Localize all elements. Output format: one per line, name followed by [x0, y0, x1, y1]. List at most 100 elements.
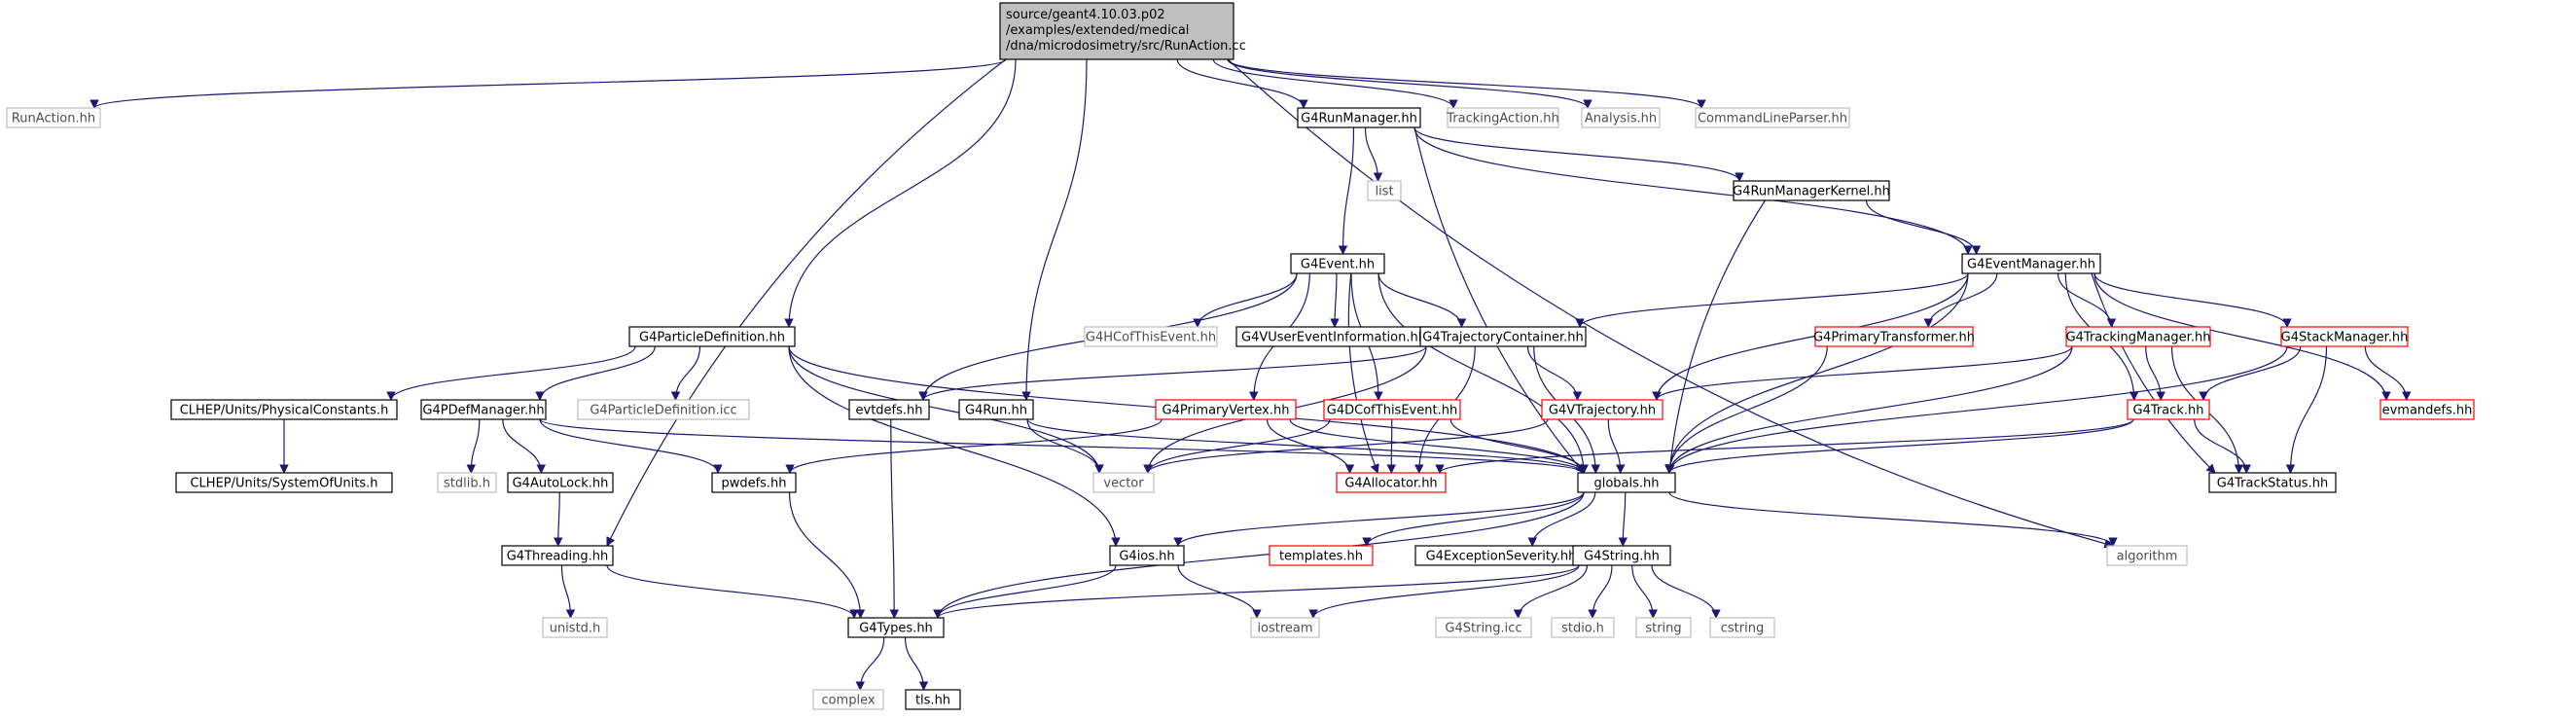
node-algorithm: algorithm	[2106, 545, 2188, 566]
node-label: G4ParticleDefinition.icc	[590, 404, 736, 418]
edge-root-to-run_action_hh	[89, 58, 1007, 109]
node-label: RunAction.hh	[12, 112, 95, 126]
edge-g4autolock-to-g4threading	[553, 491, 563, 547]
edge-g4threading-to-unistd	[560, 564, 576, 619]
edge-g4ios-to-iostream	[1177, 564, 1262, 619]
node-cstring: cstring	[1709, 617, 1775, 638]
edge-globals-to-g4ios	[1173, 491, 1585, 547]
node-clhep-physconst[interactable]: CLHEP/Units/PhysicalConstants.h	[170, 399, 398, 420]
node-box	[1155, 399, 1297, 420]
node-label: G4HCofThisEvent.hh	[1086, 331, 1216, 345]
node-g4pdefmanager[interactable]: G4PDefManager.hh	[420, 399, 547, 420]
edge-g4runmanagerkernel-to-g4eventmanager	[1865, 199, 1982, 255]
node-box	[501, 545, 614, 566]
node-g4stackmanager[interactable]: G4StackManager.hh	[2280, 326, 2409, 347]
node-g4exceptionseverity[interactable]: G4ExceptionSeverity.hh	[1414, 545, 1588, 566]
node-label: G4ios.hh	[1119, 550, 1174, 564]
node-g4hcofthisevent: G4HCofThisEvent.hh	[1084, 326, 1218, 347]
node-box	[507, 472, 614, 493]
node-g4autolock[interactable]: G4AutoLock.hh	[507, 472, 614, 493]
node-g4threading[interactable]: G4Threading.hh	[501, 545, 614, 566]
edge-g4pdefmanager-to-pwdefs	[539, 418, 723, 474]
node-box	[437, 472, 497, 493]
node-label: vector	[1103, 477, 1144, 491]
node-g4ios[interactable]: G4ios.hh	[1109, 545, 1185, 566]
node-g4vtrajectory[interactable]: G4VTrajectory.hh	[1541, 399, 1664, 420]
edge-g4run-to-vector	[1026, 418, 1104, 474]
edge-g4string-to-iostream	[1308, 564, 1580, 619]
node-pwdefs[interactable]: pwdefs.hh	[711, 472, 797, 493]
node-g4trajectorycontainer[interactable]: G4TrajectoryContainer.hh	[1419, 326, 1587, 347]
edge-g4stackmanager-to-evmandefs	[2364, 345, 2412, 401]
node-g4primarytransformer[interactable]: G4PrimaryTransformer.hh	[1813, 326, 1975, 347]
node-g4particledefinition[interactable]: G4ParticleDefinition.hh	[628, 326, 796, 347]
node-label: stdlib.h	[444, 477, 490, 491]
node-label: stdio.h	[1561, 622, 1604, 636]
node-g4trackingmanager[interactable]: G4TrackingManager.hh	[2065, 326, 2211, 347]
node-analysis: Analysis.hh	[1581, 107, 1661, 128]
edge-root-to-algorithm	[1227, 58, 2114, 549]
node-g4runmanagerkernel[interactable]: G4RunManagerKernel.hh	[1733, 180, 1890, 201]
edge-g4pdefmanager-to-g4autolock	[502, 418, 547, 474]
node-label: G4String.hh	[1584, 550, 1660, 564]
edge-g4trajectorycontainer-to-g4vtrajectory	[1526, 345, 1583, 401]
node-label: string	[1645, 622, 1681, 636]
node-box	[1419, 326, 1587, 347]
node-templates[interactable]: templates.hh	[1269, 545, 1374, 566]
node-label: G4ExceptionSeverity.hh	[1426, 550, 1577, 564]
node-stdlib: stdlib.h	[437, 472, 497, 493]
node-g4primaryvertex[interactable]: G4PrimaryVertex.hh	[1155, 399, 1297, 420]
node-g4allocator[interactable]: G4Allocator.hh	[1336, 472, 1447, 493]
edge-g4eventmanager-to-globals	[1664, 272, 1969, 474]
node-box	[1961, 253, 2101, 274]
node-box	[711, 472, 797, 493]
node-evmandefs[interactable]: evmandefs.hh	[2379, 399, 2475, 420]
edge-g4pdefmanager-to-stdlib	[466, 418, 481, 474]
node-evtdefs[interactable]: evtdefs.hh	[848, 399, 930, 420]
node-g4trackstatus[interactable]: G4TrackStatus.hh	[2208, 472, 2337, 493]
node-box	[1084, 326, 1218, 347]
node-g4runmanager[interactable]: G4RunManager.hh	[1297, 107, 1421, 128]
node-label: G4Run.hh	[965, 404, 1027, 418]
edge-g4event-to-g4hcofthisevent	[1193, 272, 1298, 328]
node-g4string[interactable]: G4String.hh	[1572, 545, 1671, 566]
node-label: G4Track.hh	[2133, 404, 2204, 418]
edge-globals-to-templates	[1362, 491, 1585, 547]
node-g4dcofthisevent[interactable]: G4DCofThisEvent.hh	[1323, 399, 1461, 420]
node-command-line-parser: CommandLineParser.hh	[1695, 107, 1850, 128]
node-label: CLHEP/Units/SystemOfUnits.h	[190, 477, 377, 491]
node-g4event[interactable]: G4Event.hh	[1290, 253, 1385, 274]
node-g4track[interactable]: G4Track.hh	[2127, 399, 2210, 420]
node-tls[interactable]: tls.hh	[905, 689, 961, 710]
edge-g4dcofthisevent-to-globals	[1449, 418, 1589, 474]
node-box	[1323, 399, 1461, 420]
node-complex: complex	[812, 689, 884, 710]
node-box	[1709, 617, 1775, 638]
edge-root-to-analysis	[1227, 58, 1592, 109]
edge-g4primaryvertex-to-pwdefs	[785, 418, 1163, 474]
edge-g4runmanagerkernel-to-globals	[1665, 199, 1767, 474]
edge-g4primarytransformer-to-globals	[1664, 345, 1828, 474]
node-label: tls.hh	[915, 694, 950, 708]
node-g4types[interactable]: G4Types.hh	[847, 617, 945, 638]
node-clhep-systemofunits[interactable]: CLHEP/Units/SystemOfUnits.h	[175, 472, 393, 493]
node-string: string	[1635, 617, 1692, 638]
node-root[interactable]: source/geant4.10.03.p02/examples/extende…	[999, 2, 1246, 60]
node-label: G4StackManager.hh	[2281, 331, 2409, 345]
node-box	[999, 2, 1234, 60]
node-g4vusereventinformation[interactable]: G4VUserEventInformation.hh	[1235, 326, 1432, 347]
node-run-action-hh: RunAction.hh	[6, 107, 101, 128]
node-stdio: stdio.h	[1551, 617, 1615, 638]
node-g4eventmanager[interactable]: G4EventManager.hh	[1961, 253, 2101, 274]
node-label: G4Event.hh	[1301, 258, 1375, 272]
node-label: algorithm	[2117, 550, 2178, 564]
node-box	[542, 617, 608, 638]
node-globals[interactable]: globals.hh	[1577, 472, 1676, 493]
node-label: G4Allocator.hh	[1344, 477, 1437, 491]
node-unistd: unistd.h	[542, 617, 608, 638]
node-g4run[interactable]: G4Run.hh	[958, 399, 1034, 420]
edge-pwdefs-to-g4types	[788, 491, 866, 619]
node-label: G4Threading.hh	[507, 550, 609, 564]
edge-g4types-to-tls	[904, 636, 929, 691]
